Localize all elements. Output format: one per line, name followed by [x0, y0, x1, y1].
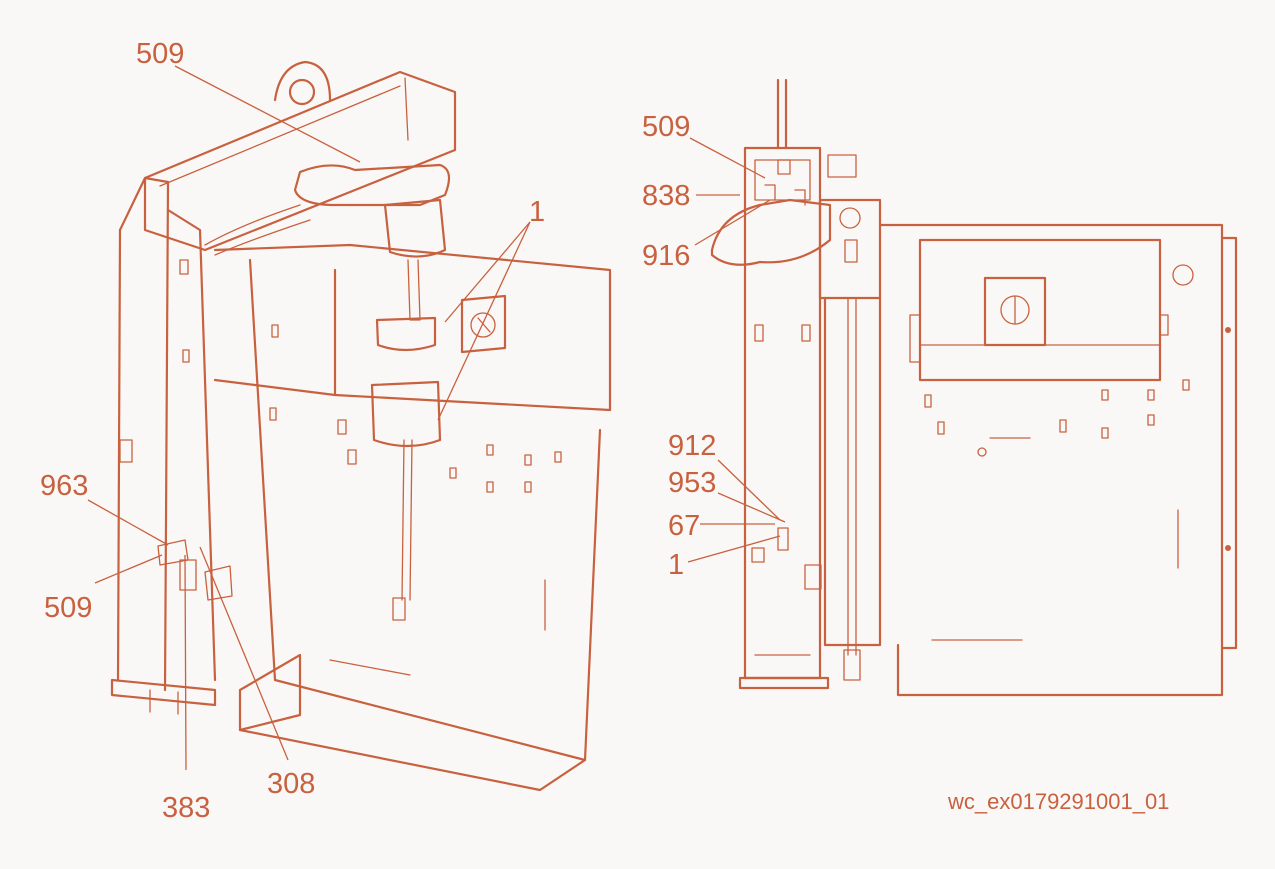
callout-509-left-bottom: 509: [44, 592, 93, 624]
callout-953-right: 953: [668, 467, 717, 499]
callout-308-left: 308: [267, 768, 316, 800]
leader-lines: [87, 65, 786, 771]
callout-509-right: 509: [642, 111, 691, 143]
callout-67-right: 67: [668, 510, 701, 542]
callout-1-left: 1: [529, 196, 546, 228]
callout-838-right: 838: [642, 180, 691, 212]
callout-1-right: 1: [668, 549, 685, 581]
left-isometric-view: [110, 60, 612, 792]
drawing-code: wc_ex0179291001_01: [948, 789, 1170, 814]
callout-383-left: 383: [162, 792, 211, 824]
callout-912-right: 912: [668, 430, 717, 462]
right-front-view: [710, 78, 1238, 697]
callout-916-right: 916: [642, 240, 691, 272]
callout-963-left: 963: [40, 470, 89, 502]
callout-509-left-top: 509: [136, 38, 185, 70]
